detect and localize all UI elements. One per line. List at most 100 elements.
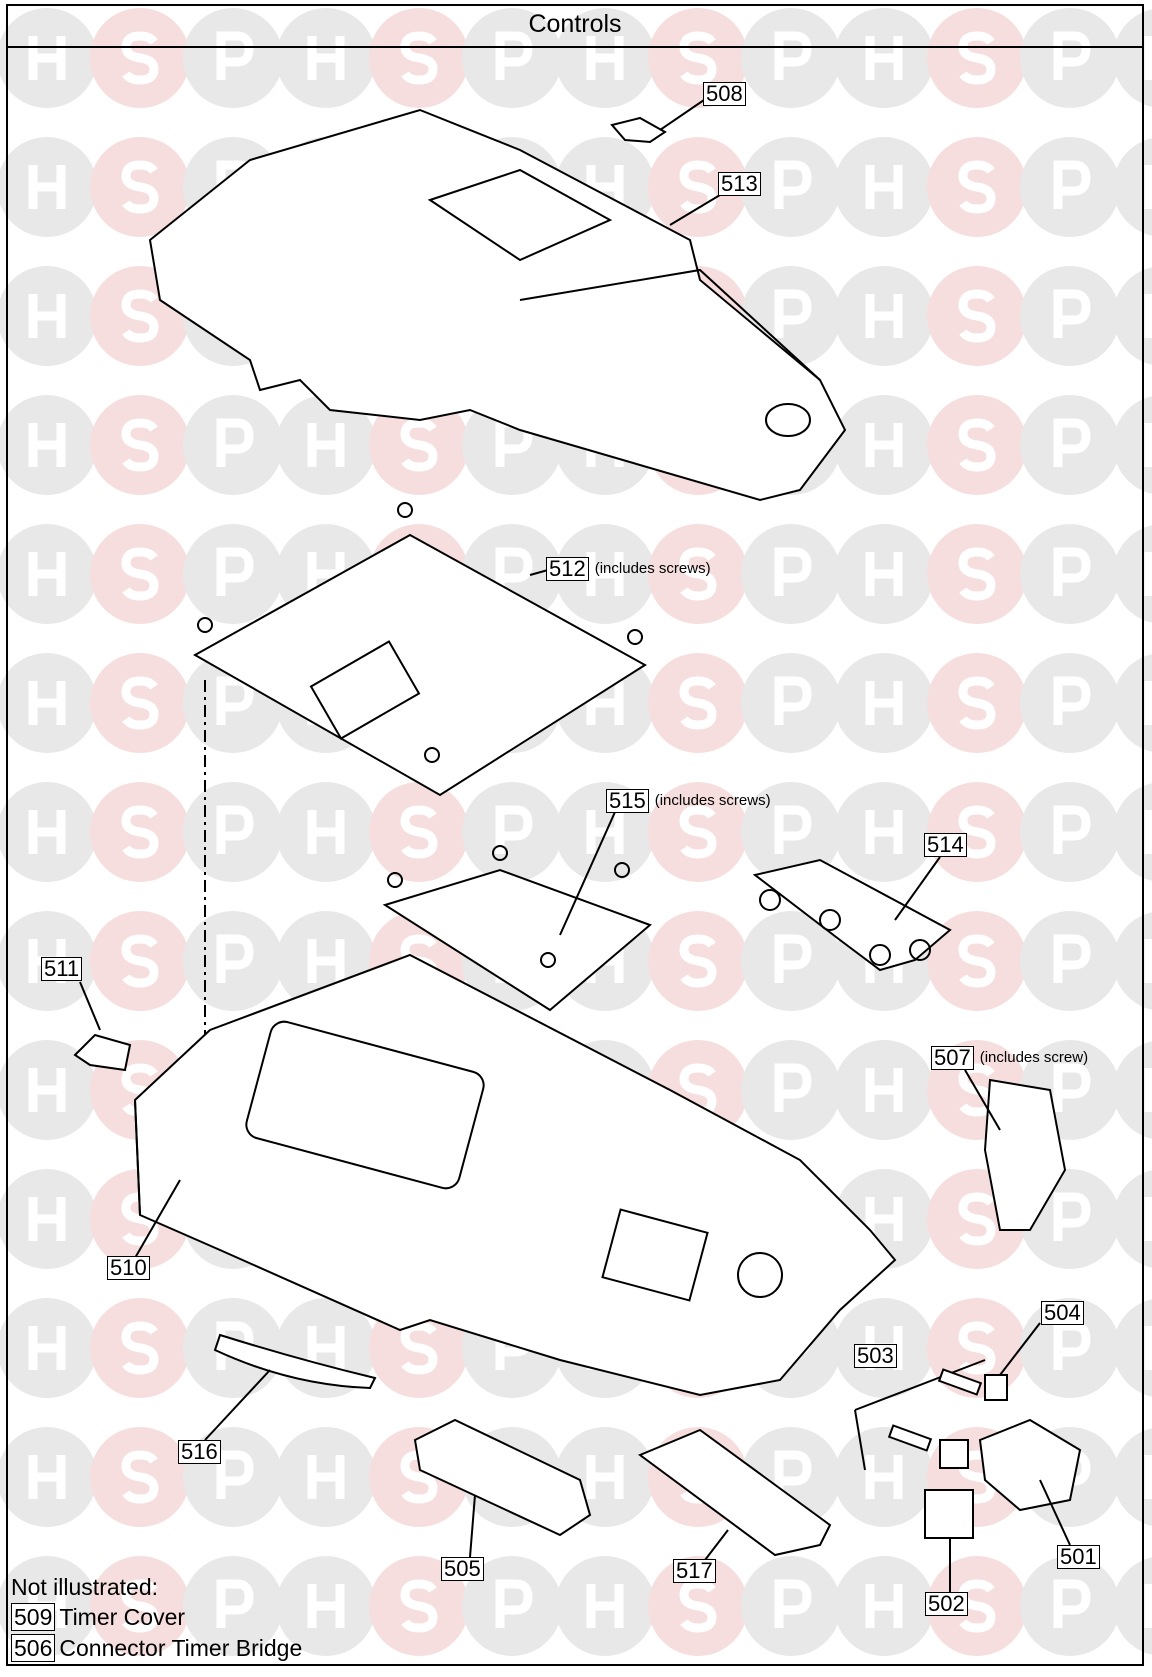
- leader-515: [559, 811, 616, 936]
- watermark-mark: [834, 1427, 934, 1527]
- watermark-mark: [276, 1556, 376, 1656]
- part-name: Timer Cover: [59, 1604, 186, 1630]
- watermark-mark: [927, 911, 1027, 1011]
- watermark-mark: [927, 782, 1027, 882]
- watermark-mark: [90, 395, 190, 495]
- part-number: 506: [11, 1634, 56, 1662]
- leader-507: [964, 1069, 1001, 1131]
- leader-505: [469, 1494, 476, 1558]
- part-number: 505: [441, 1557, 484, 1581]
- watermark-mark: [462, 782, 562, 882]
- leader-514: [894, 856, 941, 921]
- part-number: 511: [41, 957, 83, 981]
- watermark-mark: [0, 653, 97, 753]
- fuse: [887, 1424, 933, 1452]
- part-label-505[interactable]: 505: [441, 1557, 484, 1581]
- watermark-mark: [0, 1169, 97, 1269]
- part-label-504[interactable]: 504: [1041, 1301, 1084, 1325]
- leader-503: [854, 1359, 986, 1411]
- leader-513: [669, 194, 721, 226]
- watermark-mark: [90, 524, 190, 624]
- fuse-holder-504: [984, 1374, 1008, 1401]
- part-number: 502: [925, 1592, 968, 1616]
- leader-510: [134, 1179, 181, 1259]
- connector-502: [924, 1489, 974, 1539]
- watermark-mark: [90, 1427, 190, 1527]
- watermark-mark: [1020, 653, 1120, 753]
- watermark-mark: [741, 782, 841, 882]
- part-label-517[interactable]: 517: [673, 1559, 716, 1583]
- watermark-mark: [648, 524, 748, 624]
- part-label-503[interactable]: 503: [854, 1344, 897, 1368]
- watermark-mark: [927, 395, 1027, 495]
- part-number: 510: [107, 1256, 150, 1280]
- watermark-mark: [834, 1556, 934, 1656]
- watermark-mark: [0, 395, 97, 495]
- watermark-mark: [834, 524, 934, 624]
- watermark-mark: [0, 137, 97, 237]
- part-number: 517: [673, 1559, 716, 1583]
- part-label-501[interactable]: 501: [1057, 1545, 1100, 1569]
- part-number: 515: [606, 789, 649, 813]
- part-number: 514: [924, 833, 967, 857]
- watermark-mark: [369, 1556, 469, 1656]
- connector-501: [978, 1418, 1082, 1512]
- watermark-mark: [555, 1556, 655, 1656]
- leader-508: [659, 99, 705, 131]
- watermark-mark: [1020, 782, 1120, 882]
- lever-516: [213, 1333, 377, 1390]
- part-label-507[interactable]: 507(includes screw): [931, 1046, 1088, 1070]
- watermark-mark: [369, 782, 469, 882]
- connector-small: [939, 1439, 969, 1469]
- watermark-mark: [276, 1427, 376, 1527]
- leader-512: [529, 569, 549, 576]
- watermark-mark: [741, 911, 841, 1011]
- watermark-mark: [927, 8, 1027, 108]
- watermark-mark: [183, 8, 283, 108]
- part-number: 516: [178, 1440, 221, 1464]
- watermark-mark: [369, 395, 469, 495]
- watermark-mark: [741, 1040, 841, 1140]
- watermark-mark: [90, 911, 190, 1011]
- watermark-mark: [1020, 137, 1120, 237]
- watermark-mark: [648, 911, 748, 1011]
- part-number: 509: [11, 1603, 56, 1631]
- watermark-mark: [90, 8, 190, 108]
- watermark-mark: [0, 1427, 97, 1527]
- part-label-511[interactable]: 511: [41, 957, 83, 981]
- watermark-mark: [183, 524, 283, 624]
- leader-511: [79, 981, 101, 1031]
- watermark-mark: [927, 266, 1027, 366]
- part-label-508[interactable]: 508: [703, 82, 746, 106]
- part-number: 503: [854, 1344, 897, 1368]
- watermark-mark: [834, 1040, 934, 1140]
- clip-508: [610, 116, 667, 144]
- watermark-mark: [276, 782, 376, 882]
- board-515: [382, 845, 652, 1012]
- part-name: Connector Timer Bridge: [59, 1635, 303, 1661]
- pcb-512: [192, 502, 647, 797]
- watermark-mark: [741, 653, 841, 753]
- part-label-516[interactable]: 516: [178, 1440, 221, 1464]
- part-label-515[interactable]: 515(includes screws): [606, 789, 771, 813]
- leader-517: [704, 1529, 729, 1561]
- part-label-502[interactable]: 502: [925, 1592, 968, 1616]
- part-label-510[interactable]: 510: [107, 1256, 150, 1280]
- part-label-514[interactable]: 514: [924, 833, 967, 857]
- watermark-mark: [1020, 8, 1120, 108]
- watermark-mark: [648, 782, 748, 882]
- leader-504: [999, 1322, 1041, 1376]
- part-note: (includes screw): [979, 1049, 1089, 1066]
- watermark-mark: [0, 8, 97, 108]
- part-label-512[interactable]: 512(includes screws): [546, 557, 711, 581]
- watermark-mark: [1020, 266, 1120, 366]
- part-label-513[interactable]: 513: [718, 172, 761, 196]
- watermark-mark: [834, 8, 934, 108]
- watermark-mark: [276, 8, 376, 108]
- watermark-mark: [0, 1040, 97, 1140]
- watermark-mark: [183, 911, 283, 1011]
